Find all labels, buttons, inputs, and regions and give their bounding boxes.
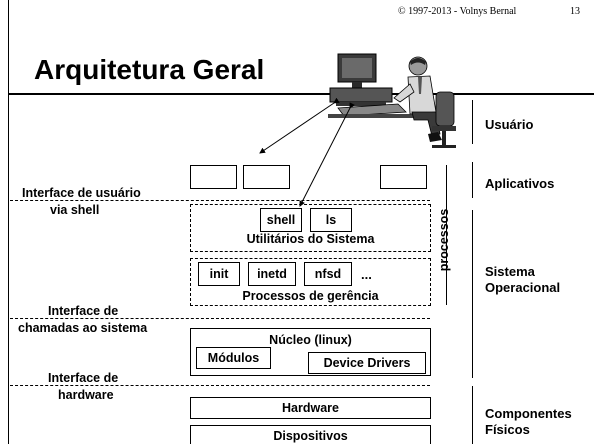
separator-user-interface: [10, 200, 430, 201]
layer-label-os-line1: Sistema: [485, 264, 535, 279]
system-utilities-group: shell ls Utilitários do Sistema: [190, 204, 431, 252]
layer-label-os-line2: Operacional: [485, 280, 561, 295]
nfsd-box: nfsd: [304, 262, 352, 286]
ls-box: ls: [310, 208, 352, 232]
layer-label-user: Usuário: [485, 117, 534, 132]
nfsd-label: nfsd: [314, 267, 342, 281]
processes-divider: [446, 165, 447, 305]
right-divider-user: [472, 100, 473, 144]
separator-hardware-interface: [10, 385, 430, 386]
devices-label: Dispositivos: [273, 429, 348, 443]
shell-label: shell: [266, 213, 296, 227]
device-drivers-box: Device Drivers: [308, 352, 426, 374]
devices-box: Dispositivos: [190, 425, 431, 444]
left-label-hardware-interface-line2: hardware: [58, 388, 114, 402]
arrow-user-to-applications: [259, 97, 340, 154]
page-title: Arquitetura Geral: [34, 54, 265, 85]
hardware-box: Hardware: [190, 397, 431, 419]
layer-label-physical-line2: Físicos: [485, 422, 530, 437]
right-divider-apps: [472, 162, 473, 198]
kernel-box: Núcleo (linux) Módulos Device Drivers: [190, 328, 431, 376]
hardware-label: Hardware: [282, 401, 339, 415]
modules-label: Módulos: [207, 351, 260, 365]
frame-left-line: [8, 0, 9, 444]
device-drivers-label: Device Drivers: [323, 356, 411, 370]
management-processes-label: Processos de gerência: [242, 289, 379, 303]
left-label-user-interface-line2: via shell: [50, 203, 100, 217]
init-label: init: [209, 267, 229, 281]
left-label-syscall-line1: Interface de: [48, 304, 119, 318]
system-utilities-label: Utilitários do Sistema: [246, 232, 375, 246]
application-box-2: [243, 165, 290, 189]
kernel-label: Núcleo (linux): [269, 333, 352, 347]
layer-label-applications: Aplicativos: [485, 176, 555, 191]
management-processes-group: init inetd nfsd ... Processos de gerênci…: [190, 258, 431, 306]
right-divider-physical: [472, 386, 473, 444]
title-divider: [8, 93, 594, 95]
left-label-syscall-line2: chamadas ao sistema: [18, 321, 148, 335]
processes-vertical-label: processos: [437, 208, 451, 272]
init-box: init: [198, 262, 240, 286]
right-divider-os: [472, 210, 473, 378]
copyright-text: © 1997-2013 - Volnys Bernal: [398, 6, 517, 17]
left-label-user-interface-line1: Interface de usuário: [22, 186, 141, 200]
person-at-computer-svg: [328, 53, 456, 148]
separator-syscall: [10, 318, 430, 319]
application-box-3: [380, 165, 427, 189]
ls-label: ls: [325, 213, 337, 227]
layer-label-physical-line1: Componentes: [485, 406, 572, 421]
arrow-user-to-shell: [299, 102, 355, 207]
more-processes-ellipsis: ...: [361, 267, 372, 282]
left-label-hardware-interface-line1: Interface de: [48, 371, 119, 385]
shell-box: shell: [260, 208, 302, 232]
inetd-box: inetd: [248, 262, 296, 286]
page-number: 13: [570, 6, 580, 17]
modules-box: Módulos: [196, 347, 271, 369]
inetd-label: inetd: [257, 267, 287, 281]
application-box-1: [190, 165, 237, 189]
person-at-computer-icon: [328, 52, 463, 157]
